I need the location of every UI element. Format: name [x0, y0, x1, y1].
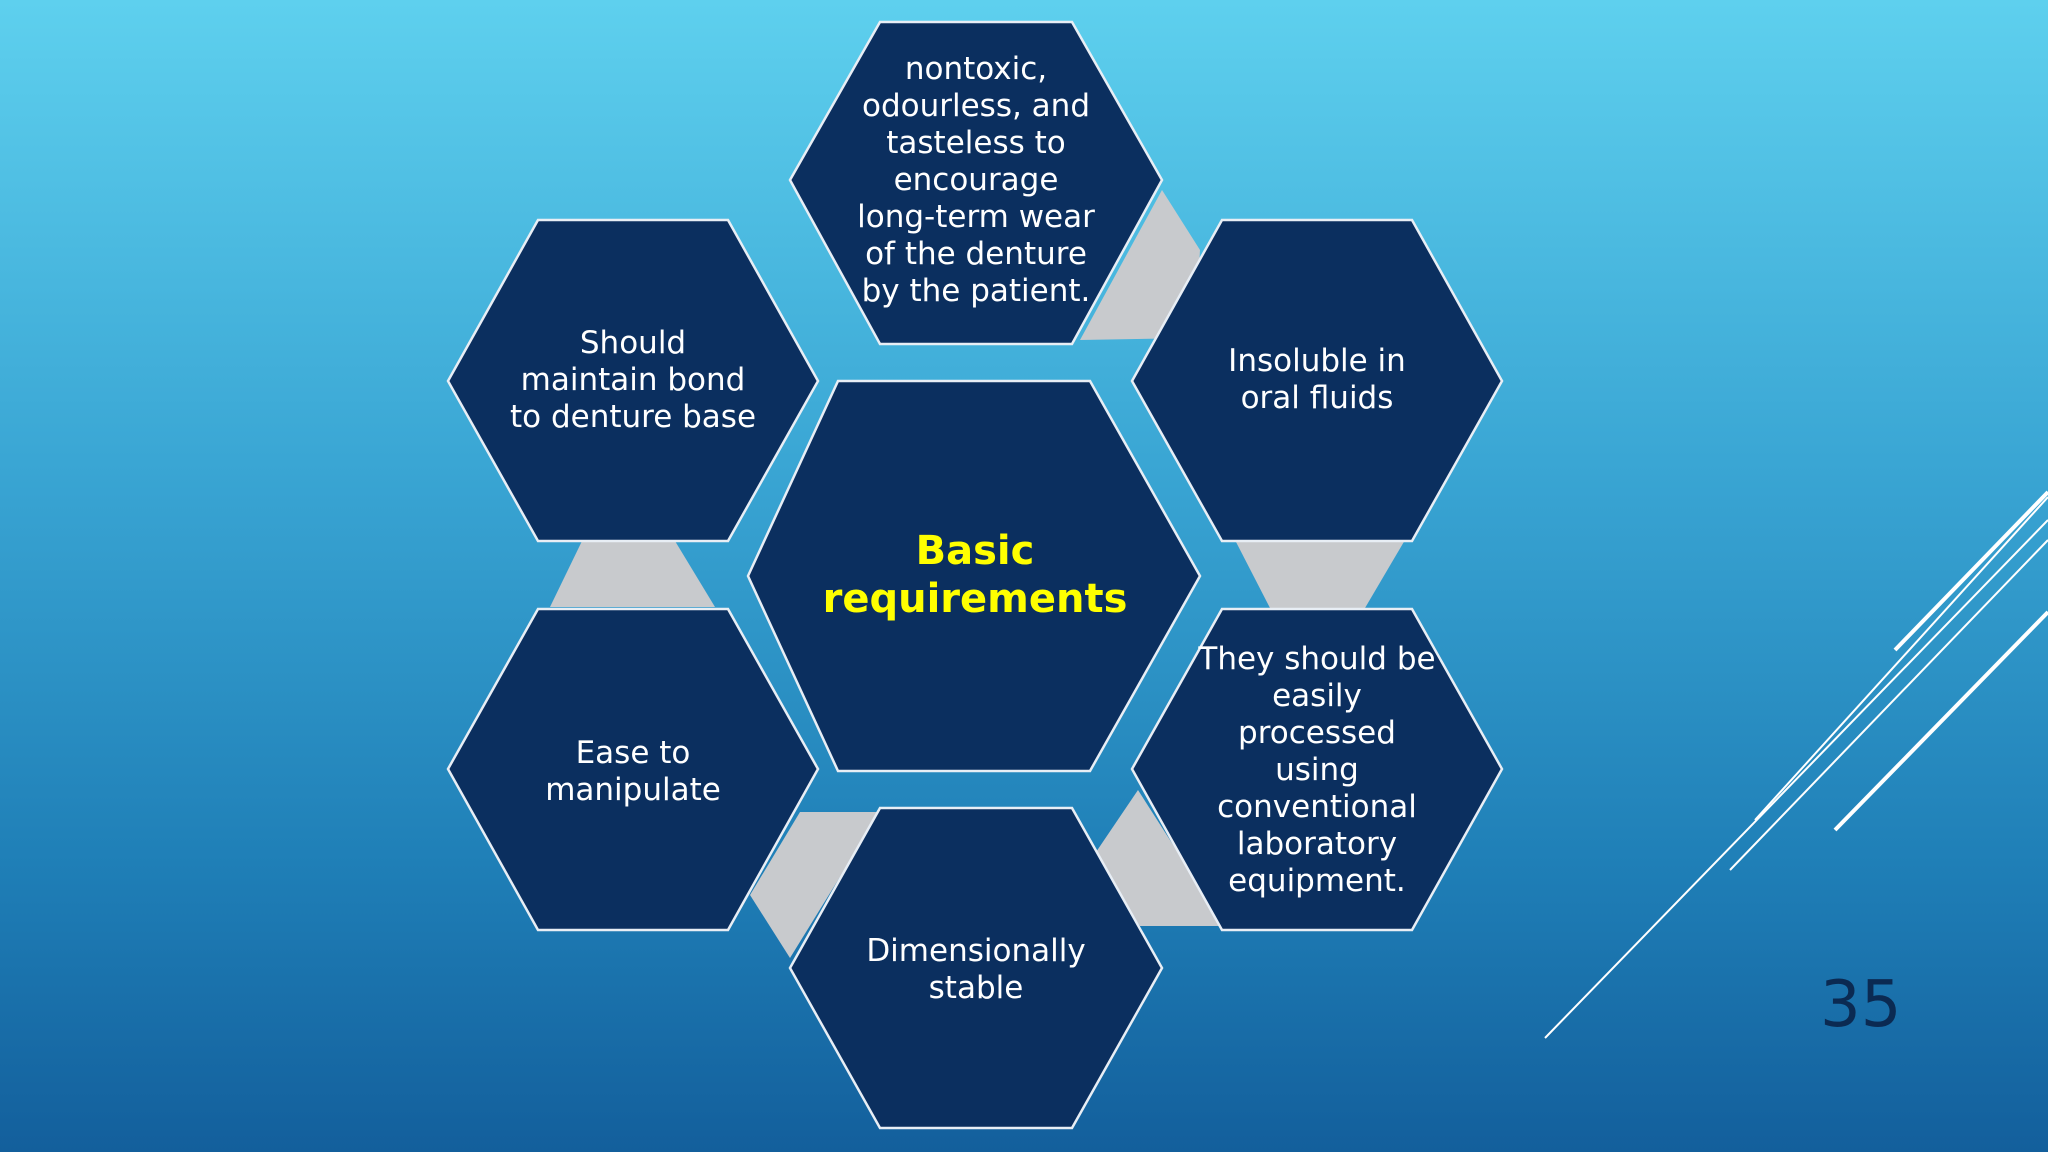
hex-top [788, 20, 1164, 346]
deco-line-1 [1544, 519, 2048, 1039]
hex-upper-right-label: Insoluble in oral fluids [1228, 343, 1406, 416]
deco-line-5 [1893, 490, 2048, 652]
connector-top-upper-right [1080, 190, 1200, 340]
connector-lower-left-upper-left [550, 541, 715, 607]
connector-bottom-lower-left [750, 812, 880, 958]
hex-lower-left-label: Ease to manipulate [545, 735, 721, 808]
deco-line-3 [1754, 496, 2048, 821]
hex-bottom-label: Dimensionally stable [866, 933, 1086, 1006]
connector-upper-right-lower-right [1235, 540, 1405, 608]
deco-line-4 [1833, 610, 2048, 832]
hex-upper-right [1130, 218, 1504, 543]
deco-line-2 [1729, 539, 2048, 871]
hex-lower-right-label: They should be easily processed using co… [1198, 640, 1436, 899]
hex-center [746, 379, 1202, 773]
connector-lower-right-bottom [1092, 790, 1225, 926]
hex-lower-right [1130, 607, 1504, 932]
hex-upper-left [446, 218, 820, 543]
hex-bottom [788, 806, 1164, 1130]
connector-group [550, 190, 1405, 958]
hex-top-label: nontoxic, odourless, and tasteless to en… [857, 50, 1095, 309]
hex-upper-left-label: Should maintain bond to denture base [509, 324, 757, 435]
hex-lower-left [446, 607, 820, 932]
decorative-lines [1544, 490, 2048, 1039]
slide-number: 35 [1820, 968, 1902, 1042]
center-label: Basic requirements [822, 528, 1128, 622]
